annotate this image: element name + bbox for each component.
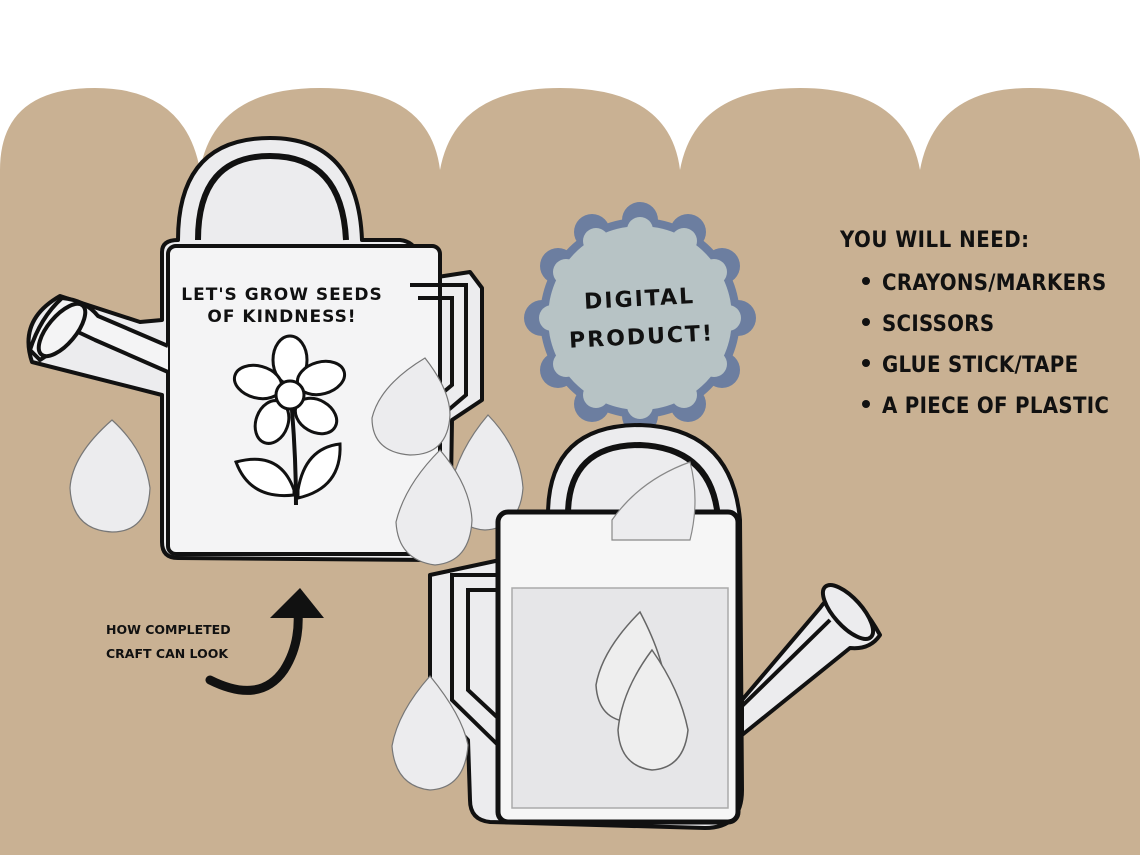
flower-icon [232, 334, 347, 506]
supplies-items: CRAYONS/MARKERS SCISSORS GLUE STICK/TAPE… [838, 263, 1138, 427]
curved-arrow-icon [205, 588, 324, 695]
bullet-icon [862, 400, 870, 408]
note-line1: HOW COMPLETED [106, 622, 231, 637]
list-item: A PIECE OF PLASTIC [862, 386, 1138, 427]
list-item: CRAYONS/MARKERS [862, 263, 1138, 304]
craft-title-line2: OF KINDNESS! [207, 307, 356, 327]
raindrop-icon [391, 675, 469, 791]
bullet-icon [862, 359, 870, 367]
completed-craft [428, 423, 882, 830]
raindrop-icon [69, 357, 524, 566]
bullet-icon [862, 277, 870, 285]
supplies-list: YOU WILL NEED: CRAYONS/MARKERS SCISSORS … [838, 228, 1138, 427]
note-line2: CRAFT CAN LOOK [106, 646, 229, 661]
supply-label: GLUE STICK/TAPE [882, 353, 1079, 378]
list-item: SCISSORS [862, 304, 1138, 345]
supplies-heading: YOU WILL NEED: [840, 228, 1030, 253]
badge-line1: DIGITAL [584, 284, 696, 315]
bullet-icon [862, 318, 870, 326]
list-item: GLUE STICK/TAPE [862, 345, 1138, 386]
craft-title-line1: LET'S GROW SEEDS [181, 285, 382, 305]
supply-label: CRAYONS/MARKERS [882, 271, 1107, 296]
watering-can-icon [26, 136, 484, 562]
supply-label: SCISSORS [882, 312, 995, 337]
supply-label: A PIECE OF PLASTIC [882, 394, 1110, 419]
